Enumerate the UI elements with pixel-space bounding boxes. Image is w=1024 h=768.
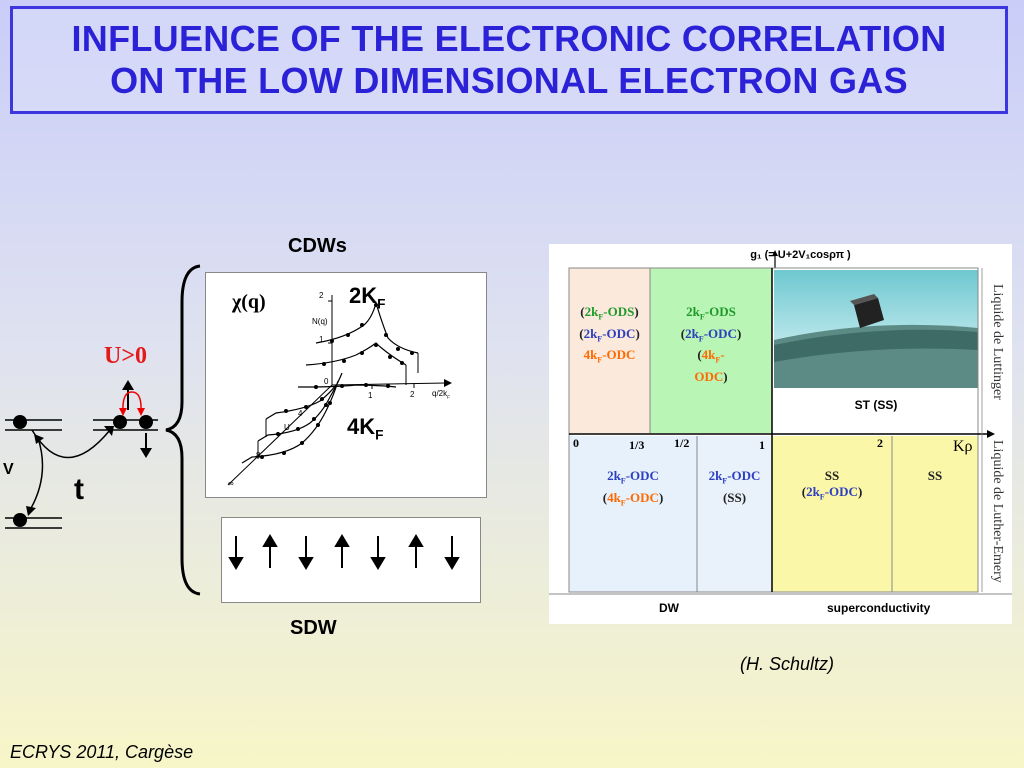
sdw-arrows (228, 534, 460, 570)
luther-emery-label: Liquide de Luther-Emery (990, 440, 1005, 583)
header-arrow (772, 250, 778, 268)
region-lightblue-right (697, 436, 772, 592)
hopping-curve (31, 429, 111, 459)
curly-brace (165, 264, 201, 596)
axis-label-1-2: 1/2 (674, 436, 690, 450)
region-lightblue-left (569, 436, 697, 592)
k-rho-label: Kρ (953, 438, 973, 455)
plot-tick-uinf: ∞ (228, 479, 234, 488)
plot-tick-u: U (284, 423, 290, 432)
plot-tick-x0: 0 (324, 377, 329, 386)
lattice-diagram (5, 380, 158, 529)
plot-tick-u8: 8 (256, 451, 261, 460)
electron-bottom (13, 513, 27, 527)
electron-pair-2 (139, 415, 153, 429)
region-pink (569, 268, 650, 433)
superconductivity-label: superconductivity (827, 601, 931, 615)
sdw-panel (221, 517, 481, 603)
dw-label: DW (659, 601, 679, 615)
cdw-plot-panel: 2 1 N(q) 0 1 2 q/2kF 4 U 8 ∞ (205, 272, 487, 498)
text-green-region: 2kF-ODS (2kF-ODC) (4kF-ODC) (680, 304, 742, 384)
phase-grid (549, 267, 1012, 595)
plot-tick-u4: 4 (298, 409, 303, 418)
chi-label: χ(q) (232, 291, 266, 313)
spin-down-arrow (140, 448, 152, 458)
label-4kf: 4KF (347, 414, 384, 443)
text-blue-left: 2kF-ODC (4kF-ODC) (602, 468, 664, 508)
electron-pair-1 (113, 415, 127, 429)
credit-label: (H. Schultz) (740, 654, 835, 674)
spin-up-arrow (122, 380, 134, 390)
st-ss-box (774, 388, 978, 433)
plot-ylabel: N(q) (312, 317, 328, 326)
t-label: t (74, 473, 84, 506)
title-line-2: ON THE LOW DIMENSIONAL ELECTRON GAS (110, 60, 908, 101)
u-interaction-arc (122, 391, 142, 413)
st-ss-label: ST (SS) (854, 398, 898, 412)
axis-label-1-3: 1/3 (629, 438, 645, 452)
u-label: U>0 (104, 343, 148, 369)
title-box: INFLUENCE OF THE ELECTRONIC CORRELATION … (10, 6, 1008, 114)
title-line-1: INFLUENCE OF THE ELECTRONIC CORRELATION (71, 18, 947, 59)
levitation-photo (774, 270, 978, 388)
axis-label-2: 2 (877, 436, 883, 450)
plot-tick-y1: 1 (319, 335, 324, 344)
axis-label-1: 1 (759, 438, 765, 452)
plot-tick-y2: 2 (319, 291, 324, 300)
plot-xlabel: q/2kF (432, 389, 451, 401)
text-yellow-left: SS (2kF-ODC) (801, 468, 863, 502)
plot-tick-x2: 2 (410, 390, 415, 399)
region-green (650, 268, 772, 433)
text-blue-right: 2kF-ODC (SS) (708, 468, 761, 505)
v-label: V (3, 461, 14, 478)
region-yellow (772, 436, 978, 592)
footer-label: ECRYS 2011, Cargèse (10, 742, 194, 762)
luttinger-label: Liquide de Luttinger (990, 284, 1005, 400)
sdw-label: SDW (290, 617, 337, 639)
electron-left (13, 415, 27, 429)
plot-tick-x1: 1 (368, 391, 373, 400)
axis-label-0: 0 (573, 436, 579, 450)
text-pink-region: (2kF-ODS) (2kF-ODC) 4kF-ODC (579, 304, 640, 365)
cdw-3d-plot (227, 295, 452, 486)
cdw-label: CDWs (288, 235, 347, 257)
text-yellow-right: SS (927, 468, 943, 483)
v-interaction-curve (29, 437, 44, 511)
phase-diagram: g₁ (= U+2V₁cosρπ ) ST (SS) (2kF-ODS) (2k… (549, 244, 1012, 624)
label-2kf: 2KF (349, 283, 386, 312)
